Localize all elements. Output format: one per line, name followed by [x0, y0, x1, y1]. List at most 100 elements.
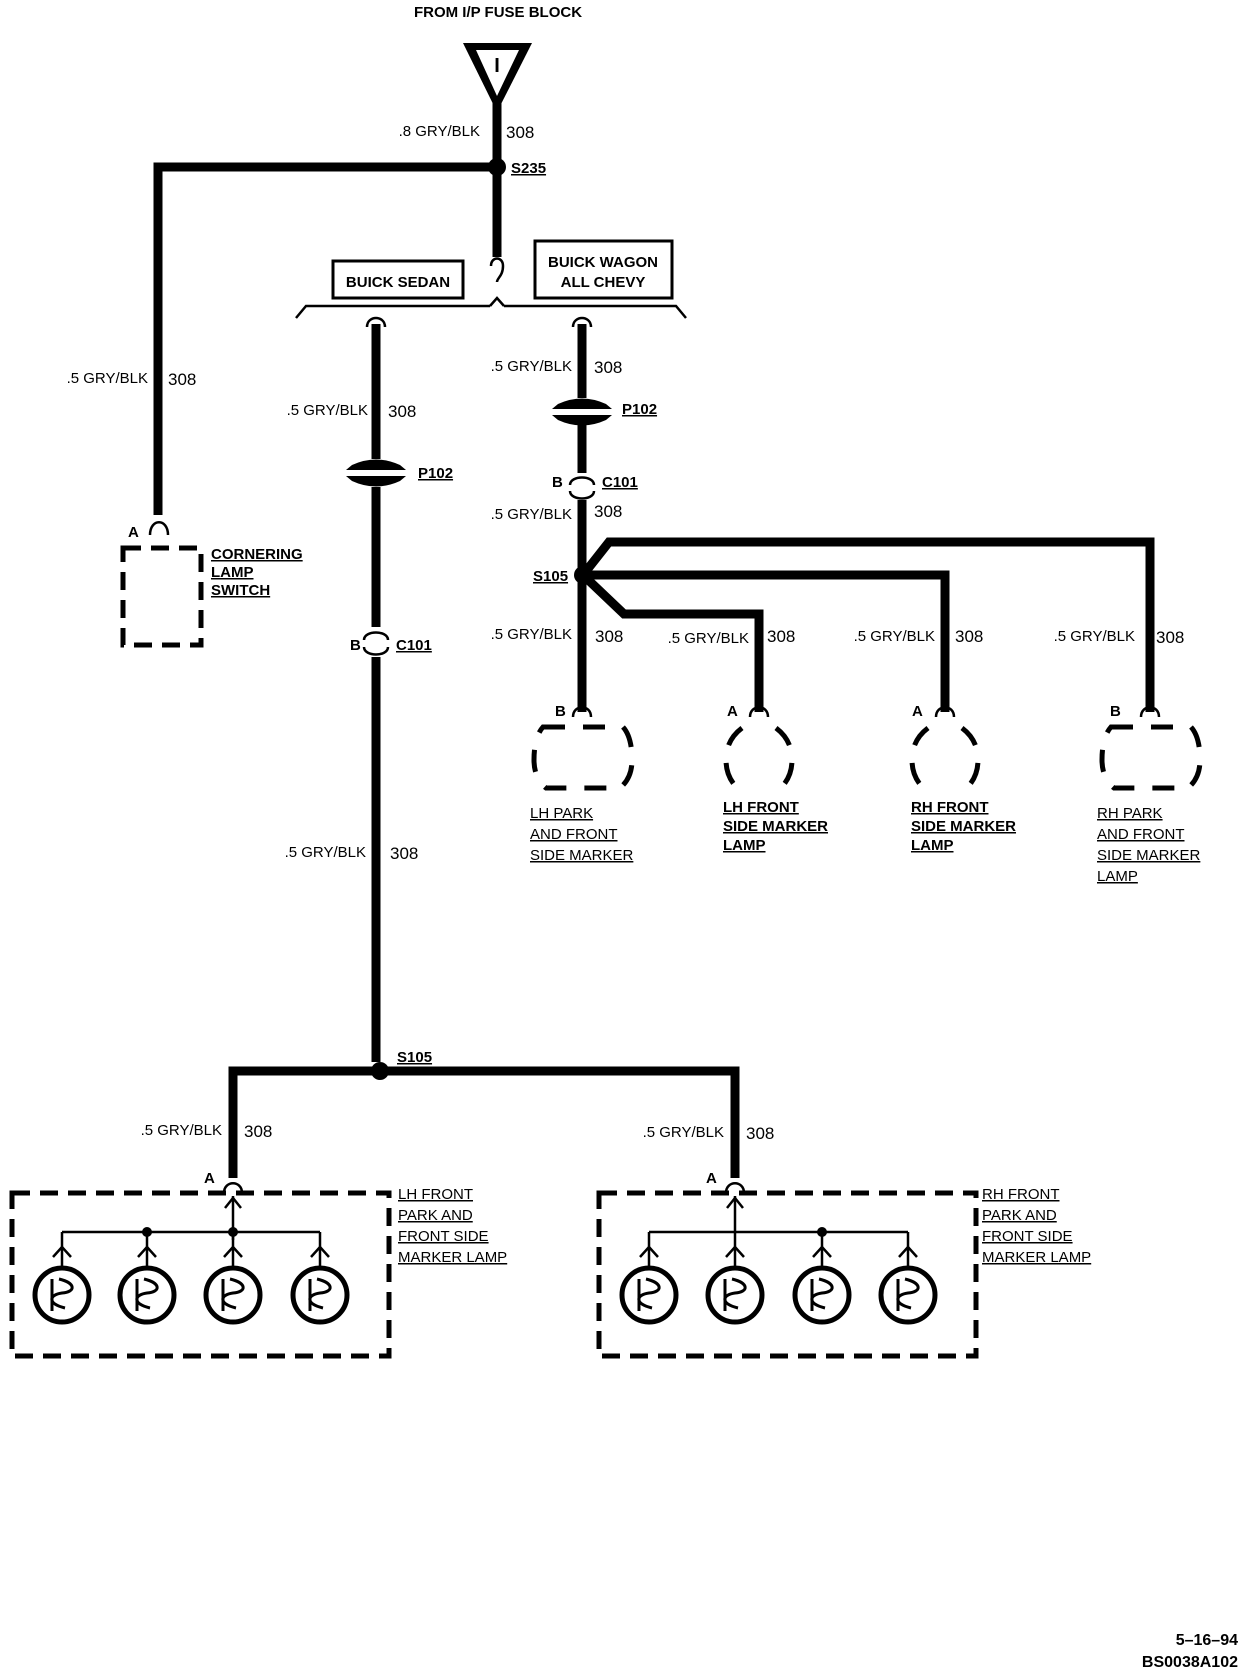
svg-text:RH FRONT: RH FRONT	[982, 1186, 1060, 1203]
circuit-number: 308	[594, 502, 622, 521]
svg-text:LAMP: LAMP	[723, 837, 766, 854]
circuit-number: 308	[595, 627, 623, 646]
svg-text:AND FRONT: AND FRONT	[530, 826, 618, 843]
connector-p102-label: P102	[622, 401, 657, 418]
svg-text:LH FRONT: LH FRONT	[723, 799, 799, 816]
svg-text:MARKER LAMP: MARKER LAMP	[398, 1249, 507, 1266]
rh-front-park-label: RH FRONT PARK AND FRONT SIDE MARKER LAMP	[982, 1186, 1091, 1266]
wire-sedan-trunk	[365, 316, 387, 1062]
bulb-icon	[290, 1232, 350, 1325]
rh-front-park-lamp-assembly	[596, 1182, 979, 1359]
circuit-number: 308	[506, 123, 534, 142]
connector-p102-label: P102	[418, 465, 453, 482]
circuit-number: 308	[388, 402, 416, 421]
diagram-date: 5–16–94	[1176, 1632, 1238, 1649]
svg-text:LAMP: LAMP	[1097, 868, 1138, 885]
wire-gauge-label: .5 GRY/BLK	[854, 628, 935, 645]
wire-rh-park-side	[579, 537, 1155, 712]
pin-label: B	[350, 637, 361, 654]
svg-text:PARK AND: PARK AND	[398, 1207, 473, 1224]
bulb-icon	[117, 1232, 177, 1325]
circuit-number: 308	[168, 370, 196, 389]
wire-gauge-label: .5 GRY/BLK	[491, 358, 572, 375]
bulb-icon	[792, 1232, 852, 1325]
splice-s105-label: S105	[533, 568, 568, 585]
circuit-number: 308	[1156, 628, 1184, 647]
pin-label: A	[204, 1170, 215, 1187]
bulb-icon	[203, 1232, 263, 1325]
svg-text:RH FRONT: RH FRONT	[911, 799, 989, 816]
splice-s105-label: S105	[397, 1049, 432, 1066]
lh-front-side-marker-label: LH FRONT SIDE MARKER LAMP	[723, 799, 828, 854]
lh-front-park-label: LH FRONT PARK AND FRONT SIDE MARKER LAMP	[398, 1186, 507, 1266]
wire-cornering-lamp	[153, 162, 497, 515]
cornering-lamp-switch-label: CORNERING LAMP SWITCH	[211, 546, 303, 599]
wire-gauge-label: .5 GRY/BLK	[491, 506, 572, 523]
pin-label: B	[1110, 703, 1121, 720]
wire-gauge-label: .5 GRY/BLK	[643, 1124, 724, 1141]
svg-text:FRONT SIDE: FRONT SIDE	[982, 1228, 1073, 1245]
pin-label: A	[912, 703, 923, 720]
diagram-code: BS0038A102	[1142, 1654, 1238, 1670]
connector-c101-label: C101	[396, 637, 432, 654]
svg-text:PARK AND: PARK AND	[982, 1207, 1057, 1224]
wire-lh-front-park	[228, 1066, 380, 1178]
svg-text:MARKER LAMP: MARKER LAMP	[982, 1249, 1091, 1266]
bulb-group	[32, 1232, 938, 1325]
pin-label: A	[128, 524, 139, 541]
circuit-number: 308	[244, 1122, 272, 1141]
option-buick-wagon-label: BUICK WAGON	[548, 254, 658, 271]
svg-text:SIDE MARKER: SIDE MARKER	[530, 847, 634, 864]
pin-label: A	[706, 1170, 717, 1187]
wire-lh-front-side	[579, 571, 764, 712]
wire-rh-front-park	[380, 1066, 740, 1178]
bulb-icon	[32, 1232, 92, 1325]
option-all-chevy-label: ALL CHEVY	[561, 274, 646, 291]
wire-rh-front-side	[583, 570, 950, 712]
pin-label: A	[727, 703, 738, 720]
connector-c101-icon	[568, 476, 596, 500]
connector-p102-icon	[552, 398, 612, 426]
pin-label: B	[555, 703, 566, 720]
connector-terminal-icon	[148, 521, 170, 536]
lh-front-park-lamp-assembly	[9, 1182, 392, 1359]
svg-text:LAMP: LAMP	[211, 564, 254, 581]
option-buick-sedan-label: BUICK SEDAN	[346, 274, 450, 291]
wire-gauge-label: .5 GRY/BLK	[285, 844, 366, 861]
svg-text:RH PARK: RH PARK	[1097, 805, 1163, 822]
connector-p102-icon	[346, 459, 406, 487]
circuit-number: 308	[390, 844, 418, 863]
circuit-number: 308	[955, 627, 983, 646]
fuse-terminal-number: I	[494, 55, 500, 77]
svg-text:LH FRONT: LH FRONT	[398, 1186, 473, 1203]
option-bar	[295, 296, 687, 319]
connector-c101-icon	[362, 631, 390, 656]
lh-park-side-marker-lamp	[531, 706, 635, 791]
splice-s235-label: S235	[511, 160, 546, 177]
svg-text:FRONT SIDE: FRONT SIDE	[398, 1228, 489, 1245]
wire-gauge-label: .5 GRY/BLK	[287, 402, 368, 419]
wire-gauge-label: .5 GRY/BLK	[141, 1122, 222, 1139]
wire-gauge-label: .5 GRY/BLK	[668, 630, 749, 647]
bulb-icon	[878, 1232, 938, 1325]
option-box-buick-sedan	[331, 259, 465, 300]
wire-gauge-label: .5 GRY/BLK	[1054, 628, 1135, 645]
lh-front-side-marker-lamp	[723, 706, 795, 794]
rh-front-side-marker-lamp	[909, 706, 981, 794]
lh-park-side-marker-label: LH PARK AND FRONT SIDE MARKER	[530, 805, 634, 864]
rh-front-side-marker-label: RH FRONT SIDE MARKER LAMP	[911, 799, 1016, 854]
svg-text:LAMP: LAMP	[911, 837, 954, 854]
svg-text:CORNERING: CORNERING	[211, 546, 303, 563]
svg-text:LH PARK: LH PARK	[530, 805, 593, 822]
connector-c101-label: C101	[602, 474, 638, 491]
wire-gauge-label: .8 GRY/BLK	[399, 123, 480, 140]
pin-label: B	[552, 474, 563, 491]
svg-text:SIDE MARKER: SIDE MARKER	[723, 818, 828, 835]
circuit-number: 308	[746, 1124, 774, 1143]
svg-text:SIDE MARKER: SIDE MARKER	[911, 818, 1016, 835]
circuit-number: 308	[594, 358, 622, 377]
wire-feed-main	[489, 100, 505, 283]
wire-gauge-label: .5 GRY/BLK	[67, 370, 148, 387]
source-title: FROM I/P FUSE BLOCK	[414, 4, 582, 21]
svg-text:SIDE MARKER: SIDE MARKER	[1097, 847, 1201, 864]
